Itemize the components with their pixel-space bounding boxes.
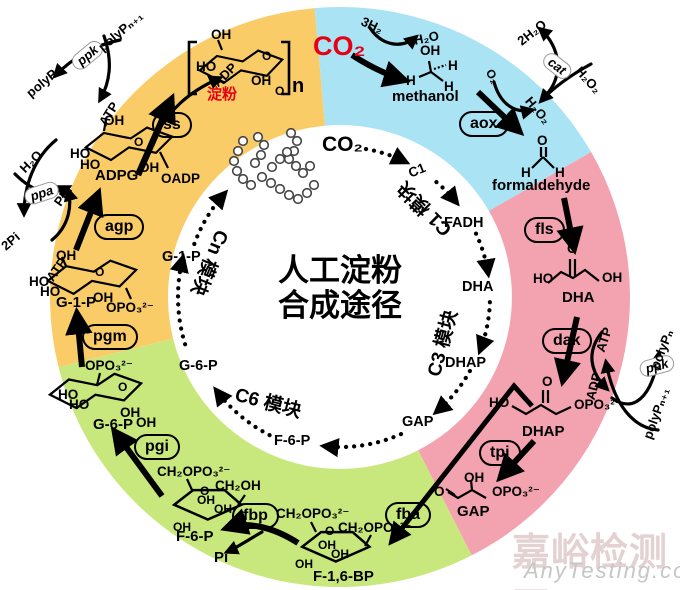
f6p-ch2opo3: CH₂OPO₃²⁻ <box>157 464 231 479</box>
g1p-ho1: HO <box>29 274 50 289</box>
chemical-structures <box>46 39 600 563</box>
starch-oh-top: OH <box>211 27 232 42</box>
dha-o: O <box>567 241 578 256</box>
segment-c6-green <box>58 338 472 588</box>
g1p-oh2: OH <box>93 290 114 305</box>
gap-oh: OH <box>464 470 485 485</box>
f6p-oh3: OH <box>173 520 191 534</box>
enzyme-ss: ss <box>152 112 192 138</box>
starch-label: 淀粉 <box>207 86 238 103</box>
starch-oh2: OH <box>251 73 272 88</box>
inner-cycle-dotted-arcs <box>169 146 496 458</box>
g6p-ho1: HO <box>58 387 79 402</box>
cycle-g1p: G-1-P <box>162 249 201 265</box>
f6p-oh1: OH <box>197 493 215 507</box>
g6p-oh1: OH <box>120 405 141 420</box>
dha-ho: HO <box>533 271 554 286</box>
g1p-label: G-1-P <box>56 294 97 311</box>
dhap-label: DHAP <box>522 423 565 440</box>
starch-n-subscript: n <box>292 75 305 97</box>
page-title: 人工淀粉 合成途径 <box>230 253 450 323</box>
enzyme-pgi: pgi <box>134 434 180 460</box>
formaldehyde-h1: H <box>521 165 531 180</box>
methanol-oh: OH <box>420 43 441 58</box>
adpg-ho1: HO <box>70 146 91 161</box>
enzyme-pgm: pgm <box>82 324 138 350</box>
gap-label: GAP <box>457 503 490 520</box>
f16bp-oh3: OH <box>295 557 313 571</box>
cycle-co2: CO₂ <box>322 133 363 156</box>
g6p-opo3: OPO₃²⁻ <box>85 358 133 373</box>
cycle-g6p: G-6-P <box>179 358 218 374</box>
watermark-cn: 嘉峪检测网 <box>512 532 669 590</box>
f6p-label: F-6-P <box>176 528 214 545</box>
formaldehyde-o: O <box>537 133 548 148</box>
g6p-ho2: HO <box>69 397 90 412</box>
dhap-o: O <box>542 374 553 389</box>
f16bp-ch2opo3-right: CH₂OPO₃²⁻ <box>338 520 412 535</box>
enzyme-aox: aox <box>459 111 509 137</box>
f6p-oh2: OH <box>214 502 232 516</box>
pi-label: Pi <box>214 549 229 566</box>
starch-ring-o: O <box>262 49 272 63</box>
adpg-oh-top: OH <box>104 113 125 128</box>
adpg-ho2: HO <box>80 157 101 172</box>
f16bp-ring-o: O <box>325 524 335 538</box>
adpg-oh2: OH <box>139 160 160 175</box>
adpg-ring-o: O <box>134 135 144 149</box>
g6p-oh2: OH <box>136 415 157 430</box>
cycle-f6p: F-6-P <box>274 433 311 449</box>
g1p-opo3: OPO₃²⁻ <box>106 300 154 315</box>
g1p-oh-top: OH <box>56 248 77 263</box>
starch-o-link: O <box>275 84 285 98</box>
enzyme-fls: fls <box>524 217 565 243</box>
enzyme-tpi: tpi <box>479 440 521 466</box>
title-line1: 人工淀粉 <box>278 253 402 288</box>
dha-label: DHA <box>562 289 595 306</box>
g1p-ho2: HO <box>40 284 61 299</box>
gap-opo3: OPO₃²⁻ <box>492 484 540 499</box>
methanol-h3: H <box>444 79 454 94</box>
enzyme-fbp: fbp <box>232 503 279 529</box>
f16bp-label: F-1,6-BP <box>313 568 374 585</box>
methanol-label: methanol <box>392 88 459 105</box>
gap-o: O <box>434 484 445 499</box>
methanol-h1: H <box>448 58 458 73</box>
starch-ho: HO <box>196 59 217 74</box>
enzyme-dak: dak <box>542 328 592 354</box>
f6p-ch2oh: CH₂OH <box>215 478 261 493</box>
cycle-gap: GAP <box>402 414 434 430</box>
reaction-arrows <box>65 52 584 546</box>
watermark-en: AnyTesting.com <box>524 558 680 583</box>
adpg-label: ADPG <box>95 167 139 184</box>
g6p-label: G-6-P <box>93 416 134 433</box>
starch-granule-icon <box>228 127 320 205</box>
f16bp-oh2: OH <box>331 547 349 561</box>
formaldehyde-h2: H <box>555 165 565 180</box>
cycle-dha: DHA <box>462 279 494 295</box>
g6p-ring-o: O <box>118 380 128 394</box>
enzyme-agp: agp <box>94 214 145 240</box>
dhap-opo3: OPO₃²⁻ <box>574 397 622 412</box>
segment-cn-orange <box>49 8 325 368</box>
adpg-oadp: OADP <box>161 171 201 186</box>
f6p-ring-o: O <box>200 484 210 498</box>
methanol-h2: H <box>406 73 416 88</box>
g1p-ring-o: O <box>95 265 105 279</box>
f16bp-oh1: OH <box>318 538 336 552</box>
formaldehyde-label: formaldehyde <box>492 177 591 194</box>
cycle-dhap: DHAP <box>445 355 487 371</box>
dhap-ho: HO <box>489 395 510 410</box>
dha-oh: OH <box>602 270 623 285</box>
segment-c1-blue <box>314 6 592 212</box>
title-line2: 合成途径 <box>278 288 402 323</box>
f16bp-ch2opo3-left: CH₂OPO₃²⁻ <box>276 506 350 521</box>
co2-input-label: CO₂ <box>313 31 366 61</box>
cycle-fadh: FADH <box>444 215 484 231</box>
